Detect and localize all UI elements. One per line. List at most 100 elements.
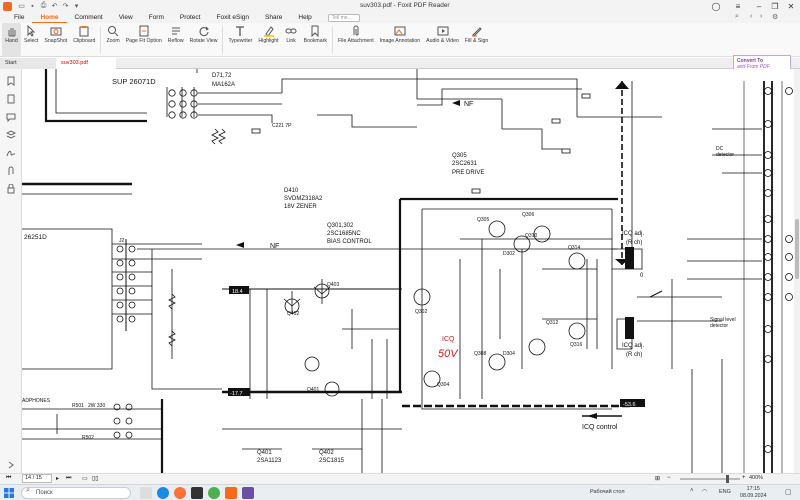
scrollbar-thumb[interactable] [795,219,799,279]
language-indicator[interactable]: ENG [719,489,731,495]
attachments-panel-icon[interactable] [5,165,17,177]
label-r501: R501 [72,403,84,409]
desktop-label[interactable]: Рабочий стол [590,489,625,495]
convert-banner-subtitle: and From PDF [737,64,770,70]
signatures-panel-icon[interactable] [5,147,17,159]
reflow-button[interactable]: Reflow [165,23,187,56]
tab-comment[interactable]: Comment [74,14,103,21]
rotate-view-button[interactable]: Rotate View [187,23,221,56]
clock[interactable]: 17:15 08.09.2024 [740,486,767,500]
label-bias-control: BIAS CONTROL [327,239,372,245]
zoom-slider[interactable] [680,478,740,480]
edge-icon[interactable] [157,487,169,499]
tab-start[interactable]: Start [0,57,56,69]
two-page-icon[interactable]: ▯▯ [92,476,99,482]
tab-file[interactable]: File [14,14,25,21]
tell-me-search[interactable]: Tell me... [327,13,360,22]
hand-button[interactable]: Hand [2,23,21,56]
search-icon: ⌕ [26,487,30,494]
label-signal-detector: detector [710,323,728,329]
open-icon[interactable]: ▭ [18,3,25,10]
label-q402: Q402 [287,311,299,317]
chrome-icon[interactable] [208,487,220,499]
foxit-taskbar-icon[interactable] [225,487,237,499]
security-panel-icon[interactable] [5,183,17,195]
menu-icon[interactable]: ≡ [735,1,741,11]
label-c221: C221 7P [272,123,292,129]
highlight-button[interactable]: Highlight [255,23,281,56]
tab-view[interactable]: View [118,14,133,21]
pages-panel-icon[interactable] [5,93,17,105]
first-page-icon[interactable]: ⏮ [6,475,12,481]
zoom-slider-handle[interactable] [726,475,729,483]
clipboard-button[interactable]: Clipboard [70,23,98,56]
page-layout-icon[interactable]: ▭ [82,476,88,482]
layers-panel-icon[interactable] [5,129,17,141]
voltage-18-4: 18.4 [232,289,243,295]
audio-video-button[interactable]: Audio & Video [423,23,462,56]
zoom-in-icon[interactable]: + [742,475,746,481]
label-2sc2631: 2SC2631 [452,161,478,167]
notifications-icon[interactable]: ▢ [785,489,792,496]
bookmarks-panel-icon[interactable] [5,75,17,87]
snapshot-button[interactable]: SnapShot [41,23,70,56]
page-number-input[interactable]: 14 / 15 [22,474,52,483]
tab-home[interactable]: Home [32,12,67,23]
label-svdmz: SVDMZ318A2 [284,196,323,202]
save-icon[interactable]: ▪ [31,2,34,10]
network-icon[interactable]: ◠ [702,489,708,495]
file-attachment-button[interactable]: File Attachment [335,23,377,56]
firefox-icon[interactable] [174,487,186,499]
taskbar: Поиск ⌕ Рабочий стол ˄ ◠ ENG 17:15 08.09… [0,484,800,500]
zoom-level[interactable]: 400% [749,475,764,481]
foxit-logo-icon [3,1,12,11]
search-icon[interactable]: ⌕ [735,13,739,20]
comments-panel-icon[interactable] [5,111,17,123]
fill-sign-button[interactable]: Fill & Sign [462,23,491,56]
tray-chevron-icon[interactable]: ˄ [690,488,694,494]
bookmark-button[interactable]: Bookmark [301,23,330,56]
zoom-out-icon[interactable]: − [667,475,671,481]
label-2sa1123: 2SA1123 [257,458,282,464]
prev-result-icon[interactable]: ‹ [750,13,753,20]
next-page-icon[interactable]: ▸ [56,476,60,482]
fit-width-icon[interactable]: ⊞ [655,476,661,482]
expand-panel-icon[interactable] [5,459,17,471]
terminal-icon[interactable] [191,487,203,499]
taskbar-search[interactable]: Поиск [21,487,131,499]
next-result-icon[interactable]: › [760,13,763,20]
app-icon[interactable] [242,487,254,499]
label-q312: Q312 [546,320,558,326]
tab-suv303[interactable]: suv303.pdf [56,57,116,69]
menu-bar: File Home Comment View Form Protect Foxi… [0,12,800,23]
image-annotation-button[interactable]: Image Annotation [377,23,423,56]
file-explorer-icon[interactable] [140,487,152,499]
tab-help[interactable]: Help [298,14,312,21]
tab-protect[interactable]: Protect [179,14,201,21]
status-bar: ⏮ ▸ ⏭ ▭ ▯▯ ⊞ − + [0,473,800,484]
undo-icon[interactable]: ↶ [51,3,58,10]
ribbon: Hand Select SnapShot Clipboard Zoom Page… [0,23,800,57]
minimize-button[interactable]: – [756,1,762,11]
document-view[interactable]: SUP 26071D D71,72 MA162A C221 7P NF Q305… [22,69,794,473]
page-fit-button[interactable]: Page Fit Option [123,23,165,56]
last-page-icon[interactable]: ⏭ [66,475,72,481]
redo-icon[interactable]: ↷ [62,3,69,10]
close-button[interactable]: ✕ [787,1,795,11]
windows-start-icon[interactable] [4,488,14,498]
label-q401: Q401 [307,387,319,393]
tab-form[interactable]: Form [148,14,164,21]
account-icon[interactable]: ◯ [711,1,721,11]
select-button[interactable]: Select [21,23,41,56]
print-icon[interactable]: ⎙ [40,2,47,9]
label-nf-mid: NF [270,243,279,250]
typewriter-button[interactable]: Typewriter [225,23,255,56]
tab-share[interactable]: Share [265,14,283,21]
link-button[interactable]: Link [282,23,301,56]
vertical-scrollbar[interactable] [794,69,800,473]
customize-icon[interactable]: ▾ [74,3,79,10]
zoom-button[interactable]: Zoom [103,23,122,56]
tab-foxit-esign[interactable]: Foxit eSign [216,14,250,21]
restore-button[interactable]: ❐ [771,1,779,11]
settings-icon[interactable]: ⚙ [772,14,779,21]
